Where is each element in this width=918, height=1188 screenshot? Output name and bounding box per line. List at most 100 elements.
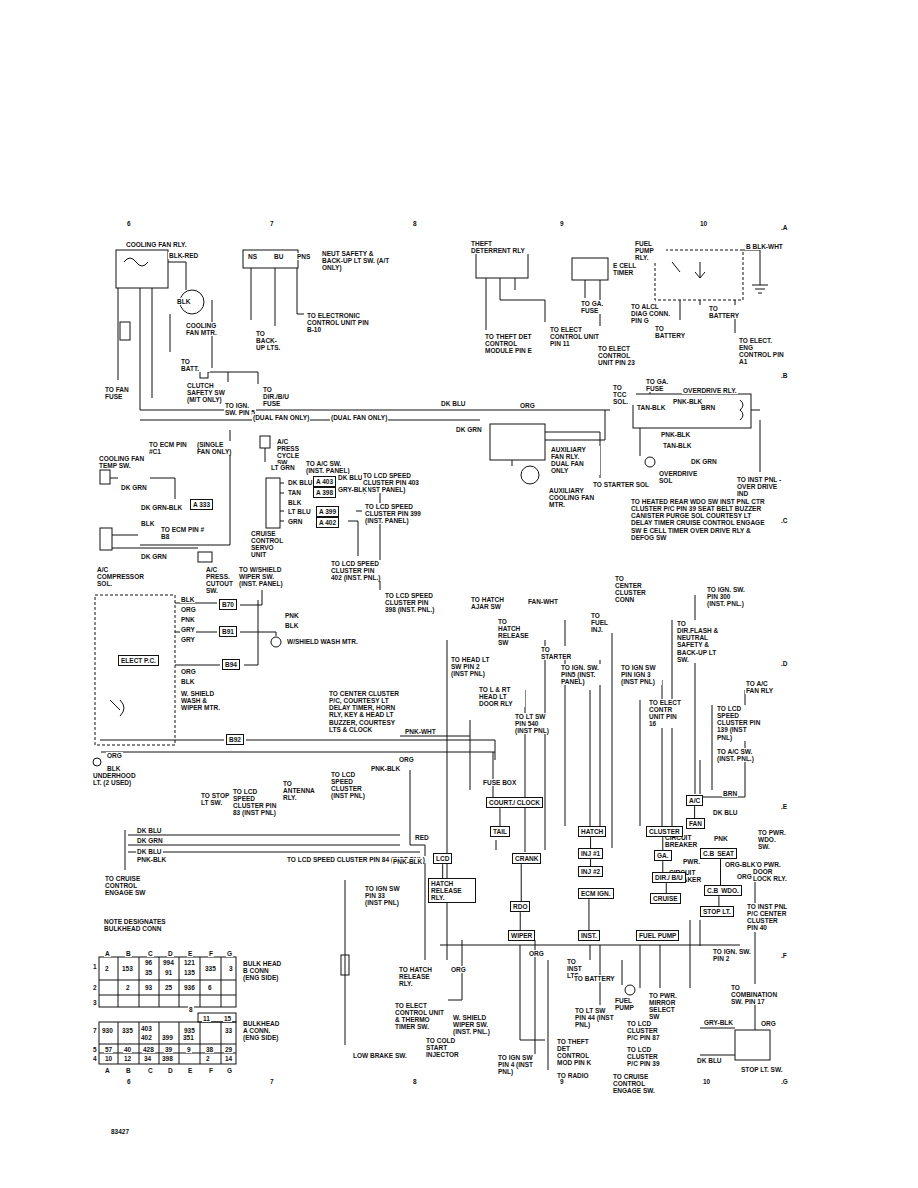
wire-label: 29 (224, 1046, 233, 1053)
component-outline (120, 322, 130, 340)
wire-label: TO ELECT CONTROL UNIT PIN 23 (597, 345, 639, 366)
fuse-box: COURT./ CLOCK (486, 797, 543, 808)
wire-label: TO HEATED REAR WDO SW INST PNL CTR CLUST… (630, 498, 772, 541)
wire-label: PNK-WHT (404, 728, 437, 735)
fuse-box: ELECT P.C. (118, 655, 159, 666)
wire-line (110, 700, 124, 716)
fuse-name: LCD (436, 855, 449, 862)
wire-label: ORG (519, 402, 536, 409)
wire-label: TO STARTER SOL (592, 481, 650, 488)
wire-label: 12 (123, 1055, 132, 1062)
component-outline (341, 955, 349, 975)
wire-label: TO FUEL INJ. (590, 612, 617, 633)
wire-label: 936 (183, 984, 196, 991)
wire-label: .B (780, 372, 789, 379)
wire-label: TO INST PNL P/C CENTER CLUSTER PIN 40 (746, 903, 790, 932)
underhood-lamp (93, 752, 495, 766)
bulkhead-b-table (99, 957, 236, 1007)
wire-label: TO INST PNL - OVER DRIVE IND (736, 476, 783, 497)
wire-label: TO LCD SPEED CLUSTER (INST PNL) (330, 771, 370, 800)
bus-wire (666, 883, 667, 893)
fuse-box: DIR./ B/U (652, 872, 686, 883)
wire-label: 11 (202, 1015, 211, 1022)
wire-label: THEFT DETERRENT RLY (470, 240, 530, 254)
wire-label: NOTE DESIGNATES BULKHEAD CONN (103, 918, 175, 932)
wire-line (345, 880, 346, 1045)
wire-label: B (125, 1067, 132, 1074)
fuse-name: B94 (225, 661, 237, 668)
fuse-name: ELECT P.C. (121, 657, 156, 664)
wire-label: 6 (126, 220, 132, 227)
wire-label: 398 (161, 1055, 174, 1062)
wire-label: STOP LT. SW. (740, 1066, 784, 1073)
wire-label: PWR. (682, 858, 701, 865)
wire-label: TAN-BLK (636, 404, 666, 411)
component-outline (99, 957, 236, 1007)
wire-label: (DUAL FAN ONLY) (330, 414, 388, 421)
wire-label: TO PWR. MIRROR SELECT SW (648, 992, 685, 1021)
wire-label: TO ELECT CONTR UNIT PIN 16 (648, 699, 685, 728)
motor-symbol (645, 457, 655, 467)
wire-label: RED (414, 834, 430, 841)
fuse-name: WDO. (721, 887, 739, 894)
fuse-name: CRANK (515, 855, 538, 862)
fuse-box: INJ #1 (578, 848, 603, 859)
wire-label: 2 (92, 984, 98, 991)
wire-label: F (208, 1067, 214, 1074)
wire-label: 2 (125, 984, 131, 991)
wire-label: TO A/C SW. (INST. PNL.) (716, 748, 758, 762)
wire-label: 121 (183, 959, 196, 966)
wire-line (280, 483, 284, 521)
wire-label: 40 (123, 1046, 132, 1053)
wire-line (448, 940, 548, 1070)
wire-label: A (104, 1067, 111, 1074)
fuse-box: B92 (226, 734, 244, 745)
wire-label: A/C COMPRESSOR SOL. (96, 566, 140, 587)
wire-label: W. SHIELD WIPER SW. (INST. PNL.) (452, 1014, 499, 1035)
wire-label: 402 (140, 1034, 153, 1041)
motor-symbol (521, 466, 539, 484)
component-outline (490, 424, 545, 460)
wire-label: BLK (180, 596, 195, 603)
wire-label: 930 (101, 1027, 114, 1034)
wire-label: TO BATTERY (573, 975, 616, 982)
wire-label: TO PWR. WDO. SW. (757, 829, 789, 850)
wire-label: .G (780, 1078, 789, 1085)
component-outline (100, 470, 110, 484)
wire-label: 57 (104, 1046, 113, 1053)
wire-label: BULKHEAD A CONN. (ENG SIDE) (242, 1020, 286, 1041)
wire-label: 4 (92, 1055, 98, 1062)
wire-label: 83427 (110, 1128, 130, 1135)
wire-line (118, 288, 119, 380)
wire-label: TO DIR.FLASH & NEUTRAL SAFETY & BACK-UP … (676, 620, 723, 663)
wire-label: 9 (559, 220, 565, 227)
wire-label: TO CENTER CLUSTER CONN (614, 575, 646, 604)
fuse-box: TAIL (490, 826, 510, 837)
wire-label: TO LCD SPEED CLUSTER PIN 83 (INST PNL) (232, 788, 279, 817)
bus-wire (718, 896, 719, 906)
wire-label: DK GRN-BLK (140, 504, 183, 511)
wire-line (170, 314, 171, 352)
wire-label: 35 (144, 969, 153, 976)
wire-label: (DUAL FAN ONLY) (252, 414, 310, 421)
motor-symbol (93, 758, 101, 766)
wire-line (512, 410, 605, 478)
wire-label: UNDERHOOD LT. (2 USED) (92, 772, 139, 786)
wire-line (175, 590, 276, 636)
fuse-box: A 402 (316, 517, 339, 528)
wire-label: TO THEFT DET CONTROL MOD PIN K (556, 1038, 603, 1067)
fuse-box: GA. (654, 850, 672, 861)
wire-line (99, 980, 236, 995)
wire-label: 93 (144, 984, 153, 991)
fuse-name: C.B (707, 887, 718, 894)
wire-label: 335 (121, 1027, 134, 1034)
wire-label: 6 (207, 984, 213, 991)
component-outline (116, 250, 168, 288)
wire-label: C (147, 950, 154, 957)
fuse-name: ECM IGN. (581, 890, 611, 897)
wire-label: TO TCC SOL. (612, 384, 636, 405)
wire-label: 34 (143, 1055, 152, 1062)
fuse-box: CRUISE (650, 893, 681, 904)
wire-label: NEUT SAFETY & BACK-UP LT SW. (A/T ONLY) (321, 250, 393, 271)
wire-label: PNK-BLK (136, 856, 167, 863)
